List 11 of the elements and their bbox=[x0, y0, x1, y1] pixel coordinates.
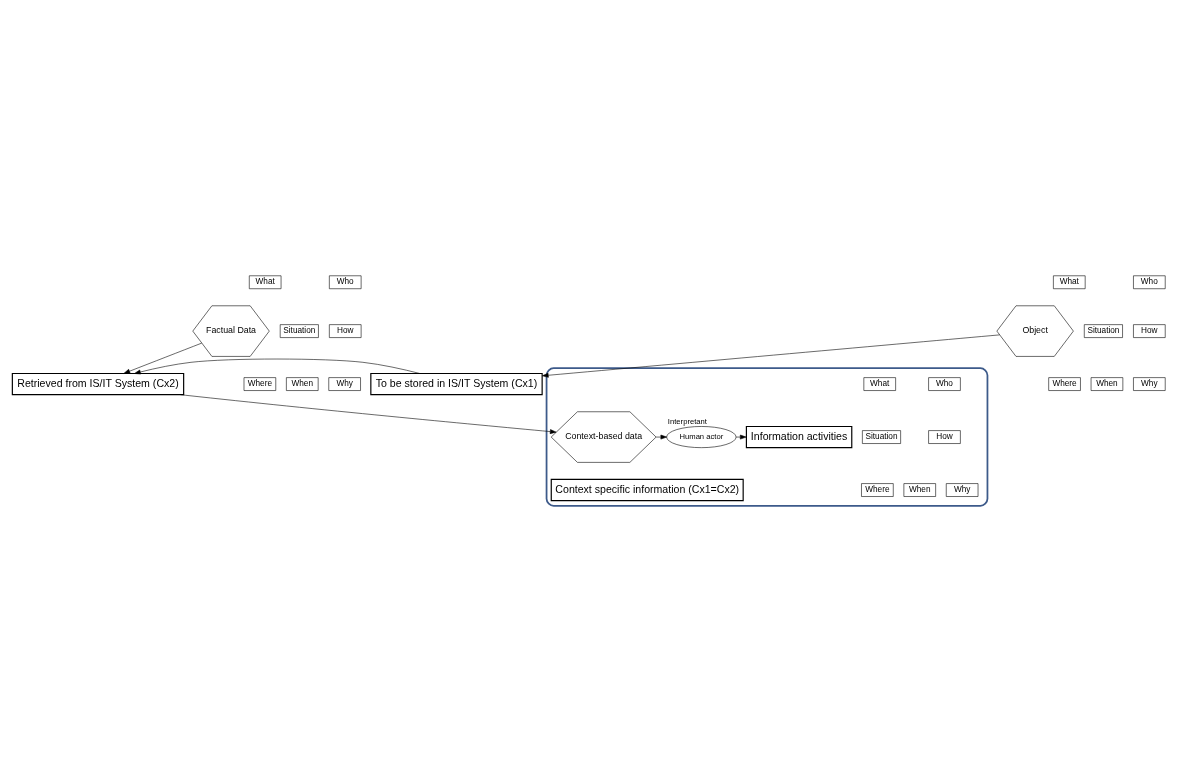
node-box: Context specific information (Cx1=Cx2) bbox=[550, 478, 744, 502]
node-box: Information activities bbox=[745, 425, 853, 449]
cluster bbox=[545, 367, 989, 507]
arrow bbox=[123, 342, 202, 374]
node-box: To be stored in IS/IT System (Cx1) bbox=[370, 372, 543, 396]
node-box: Retrieved from IS/IT System (Cx2) bbox=[11, 372, 185, 396]
arrow bbox=[542, 334, 1000, 378]
arrow bbox=[134, 358, 420, 375]
arrow bbox=[180, 394, 557, 434]
arrow bbox=[735, 434, 747, 440]
arrow bbox=[655, 434, 668, 440]
